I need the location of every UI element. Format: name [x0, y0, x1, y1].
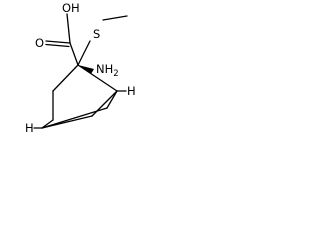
label-h-right: H — [127, 84, 136, 98]
label-nh2-subscript: 2 — [113, 69, 118, 79]
bond-cq-bridgehead-right — [77, 64, 118, 92]
bond-c-o-double-2 — [45, 43, 70, 48]
structure-diagram: OH O S NH2 H H — [0, 0, 149, 157]
label-s: S — [93, 27, 100, 41]
bond-c-oh — [66, 13, 71, 44]
label-h-left: H — [25, 121, 34, 135]
molecule-svg: OH O S NH2 H H — [25, 1, 136, 135]
bond-ch2-bridgehead-left — [41, 119, 54, 129]
label-nh: NH — [96, 62, 113, 76]
bond-c-o-double-1 — [45, 40, 71, 44]
bond-bridgehead-right-bridge — [106, 90, 118, 109]
bond-ch2-ch2-right — [91, 90, 118, 117]
label-nh2: NH2 — [96, 62, 119, 79]
bond-cq-s — [77, 40, 91, 66]
label-o: O — [35, 36, 44, 50]
bond-cq-cooh — [69, 42, 79, 66]
label-oh: OH — [62, 1, 80, 15]
bond-cq-ch2-left — [52, 64, 79, 92]
bond-s-methyl — [102, 15, 128, 21]
bond-bridge-bridgehead-left — [41, 107, 108, 129]
